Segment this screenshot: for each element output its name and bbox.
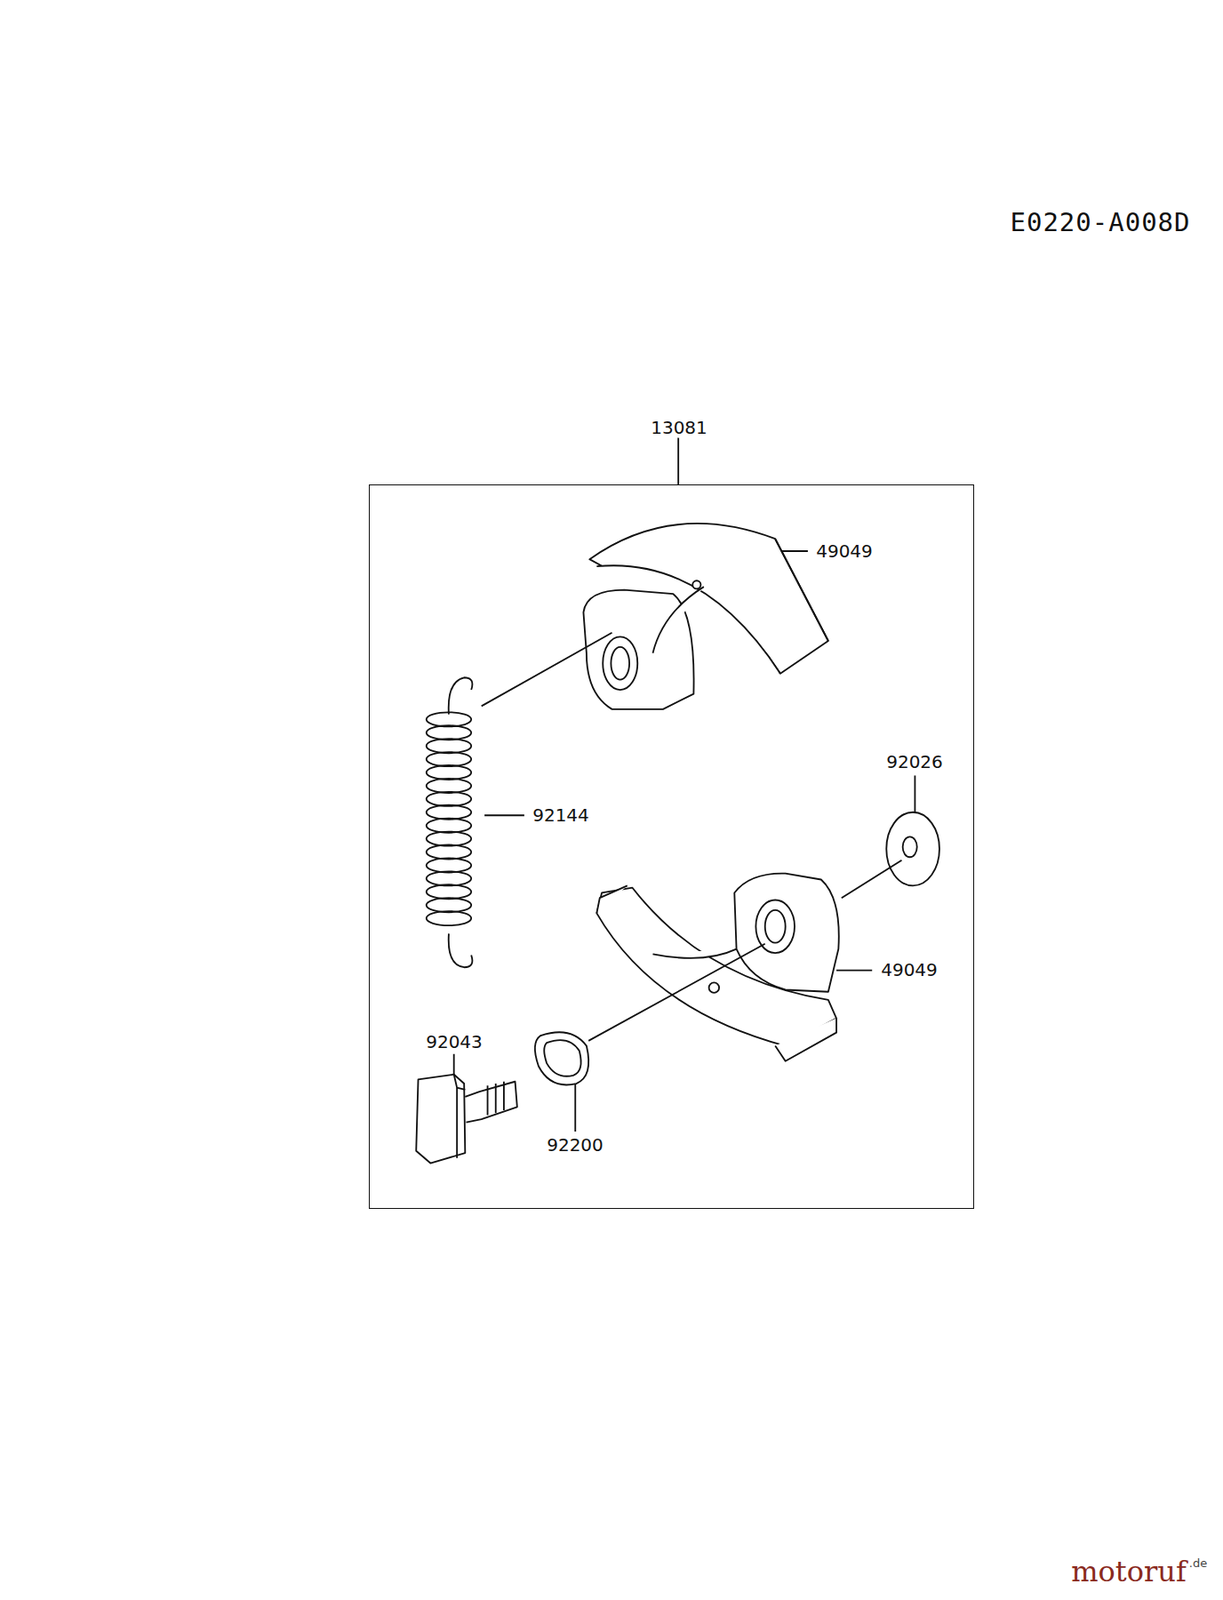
kit-number: 13081 (650, 418, 708, 437)
callout-number: 92200 (546, 1135, 604, 1154)
watermark: motoruf (1071, 1557, 1186, 1586)
callout-number: 92043 (425, 1032, 483, 1051)
callout-number: 92026 (886, 752, 944, 771)
callout-number: 92144 (532, 806, 590, 824)
kit-box: 13081 (368, 484, 975, 1209)
callout-number: 49049 (815, 542, 873, 560)
watermark: .de (1189, 1557, 1208, 1569)
diagram-code: E0220-A008D (1009, 209, 1191, 236)
callout-number: 49049 (880, 960, 938, 979)
